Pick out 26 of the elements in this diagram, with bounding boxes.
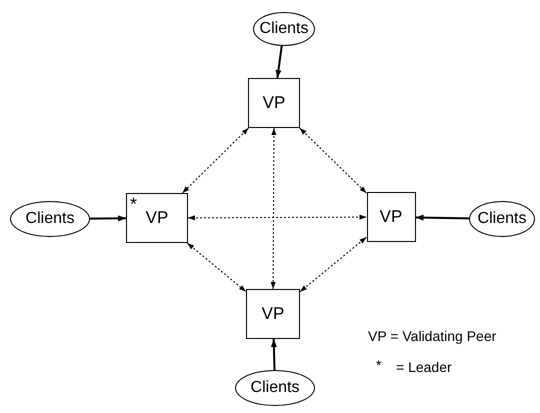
node-label: Clients (478, 210, 526, 228)
node-label: VP (146, 208, 168, 228)
node-label: Clients (260, 20, 308, 38)
arrow (270, 338, 277, 370)
peer-box (246, 289, 300, 339)
peer-box (366, 192, 416, 242)
dotted-arrow (270, 128, 276, 290)
dotted-arrow (188, 214, 367, 220)
peer-box (126, 193, 188, 243)
peer-box (248, 78, 300, 128)
dotted-arrow (186, 242, 246, 292)
node-label: Clients (250, 379, 300, 397)
dotted-arrow (299, 128, 367, 194)
arrow (275, 46, 283, 78)
node-label: VP (380, 207, 402, 227)
leader-mark: * (376, 357, 382, 373)
node-label: VP (262, 93, 286, 113)
node-label: Clients (26, 210, 74, 228)
leader-mark: * (130, 194, 138, 215)
legend-note: VP = Validating Peer (368, 328, 496, 344)
dotted-arrow (300, 236, 367, 292)
legend-note: = Leader (396, 359, 452, 375)
arrow (415, 214, 470, 221)
node-label: VP (262, 304, 284, 324)
dotted-arrow (182, 128, 250, 194)
arrow (90, 215, 126, 222)
